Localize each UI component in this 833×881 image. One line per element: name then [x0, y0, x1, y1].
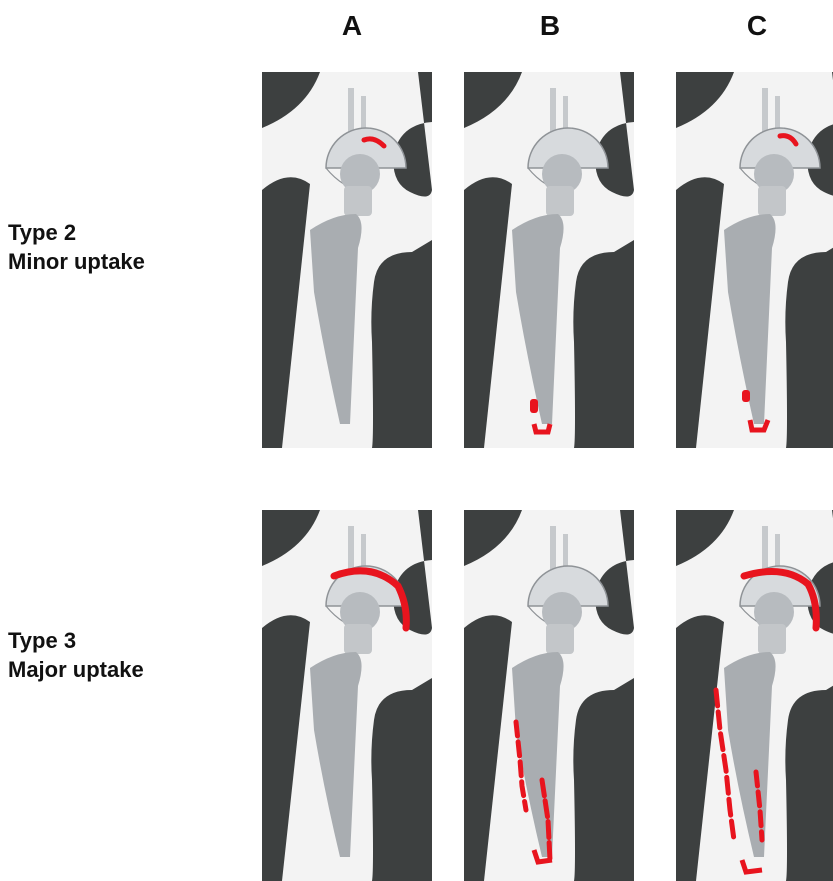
row-uptake-label: Minor uptake — [8, 247, 145, 276]
uptake-region — [530, 399, 538, 413]
column-header-c: C — [737, 10, 777, 42]
hip-prosthesis-illustration — [464, 510, 634, 881]
uptake-region — [742, 390, 750, 402]
panel-type3-b — [464, 510, 634, 881]
row-type-label: Type 3 — [8, 626, 144, 655]
row-uptake-label: Major uptake — [8, 655, 144, 684]
panel-type3-a — [262, 510, 432, 881]
panel-type2-c — [676, 72, 833, 448]
row-type-label: Type 2 — [8, 218, 145, 247]
column-header-a: A — [332, 10, 372, 42]
hip-prosthesis-illustration — [262, 72, 432, 448]
hip-prosthesis-illustration — [262, 510, 432, 881]
hip-prosthesis-illustration — [464, 72, 634, 448]
panel-type3-c — [676, 510, 833, 881]
panel-type2-b — [464, 72, 634, 448]
row-label-type2: Type 2 Minor uptake — [8, 218, 145, 276]
hip-prosthesis-illustration — [676, 510, 833, 881]
hip-prosthesis-illustration — [676, 72, 833, 448]
row-label-type3: Type 3 Major uptake — [8, 626, 144, 684]
column-header-b: B — [530, 10, 570, 42]
panel-type2-a — [262, 72, 432, 448]
